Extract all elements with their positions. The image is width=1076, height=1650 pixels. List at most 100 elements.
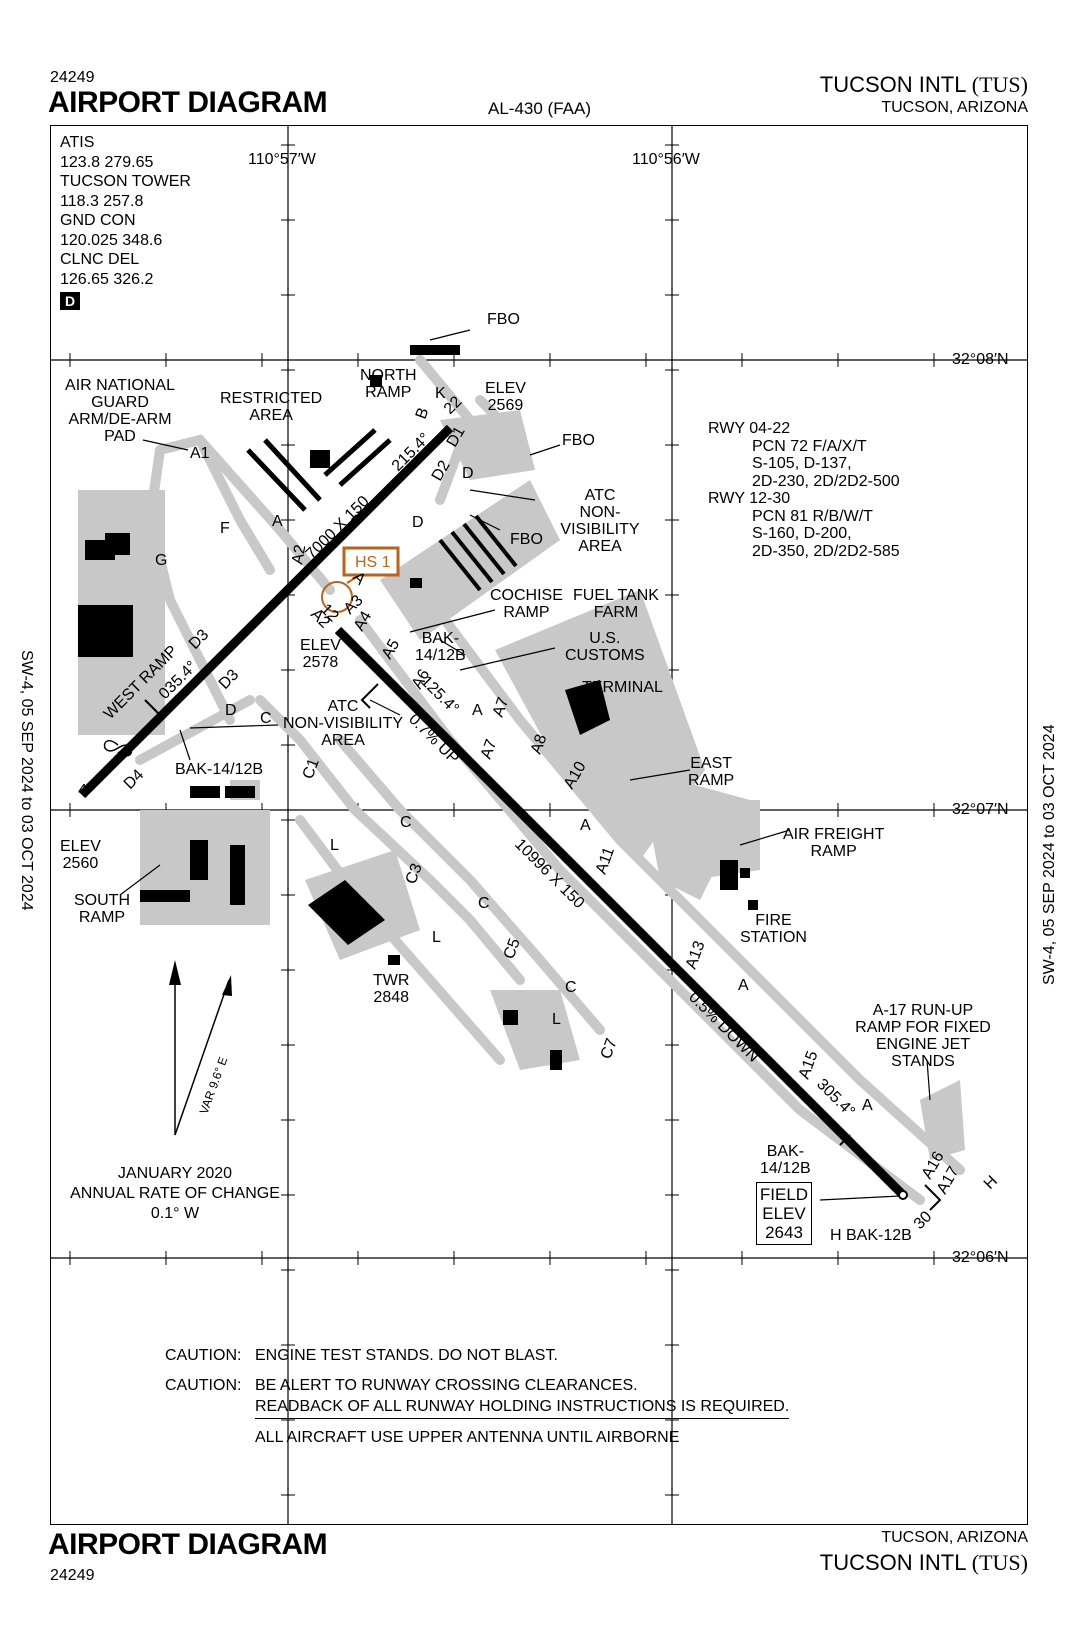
true-north-arrow: [169, 960, 181, 985]
hotspot-box: [342, 546, 400, 577]
antenna-note: ALL AIRCRAFT USE UPPER ANTENNA UNTIL AIR…: [255, 1429, 680, 1446]
twy-a-north: A: [272, 513, 283, 530]
hotspot-circle: [321, 581, 353, 613]
ang-pad-l1: AIR NATIONAL: [65, 377, 175, 394]
elev-2560-l2: 2560: [62, 855, 99, 872]
atc-nv-north-l1: ATC: [584, 487, 616, 504]
atc-nv-north-label: ATC NON-VISIBILITY AREA: [540, 487, 660, 555]
twy-a1: A1: [190, 445, 210, 462]
rwy1-weights-1: S-105, D-137,: [752, 455, 852, 472]
ang-pad-label: AIR NATIONAL GUARD ARM/DE-ARM PAD: [58, 377, 182, 445]
elev-2569-label: ELEV 2569: [485, 380, 526, 414]
twy-a13: A13: [683, 939, 709, 972]
twy-d4: D4: [121, 766, 148, 793]
north-ramp-l1: NORTH: [360, 367, 417, 384]
twy-c5: C5: [501, 936, 524, 961]
caution-2b-text: READBACK OF ALL RUNWAY HOLDING INSTRUCTI…: [255, 1399, 790, 1419]
runway-12-30: [334, 626, 907, 1199]
bak-east-l1: BAK-: [766, 1143, 805, 1160]
air-freight-l2: RAMP: [810, 843, 857, 860]
field-elev-box: FIELD ELEV 2643: [756, 1182, 812, 1245]
fire-station-label: FIRE STATION: [740, 912, 807, 946]
twy-g: G: [155, 552, 167, 569]
atc-nv-south-l2: NON-VISIBILITY: [282, 715, 404, 732]
r1-end-sw: 4: [78, 782, 87, 799]
airport-title: TUCSON INTL (TUS): [820, 74, 1028, 96]
city-state: TUCSON, ARIZONA: [881, 99, 1028, 116]
bak-1412b-west-label: BAK-14/12B: [175, 761, 264, 778]
latitude-1: 32°08′N: [952, 351, 1009, 368]
ils-hold-symbol: [103, 739, 133, 757]
runway-end-markers: [144, 683, 942, 1211]
caution-2a-text: BE ALERT TO RUNWAY CROSSING CLEARANCES.: [255, 1377, 638, 1394]
variation-label: VAR 9.6° E: [197, 1055, 231, 1116]
diagram-frame: [50, 125, 1028, 1525]
runway-info-block: RWY 04-22 PCN 72 F/A/X/T S-105, D-137, 2…: [708, 420, 900, 560]
restricted-area-stripes: [246, 428, 392, 512]
elev-2560-label: ELEV 2560: [60, 838, 101, 872]
us-customs-l1: U.S.: [589, 630, 621, 647]
rwy1-pcn: PCN 72 F/A/X/T: [752, 437, 867, 455]
footer-chart-number: 24249: [50, 1567, 95, 1584]
field-elev-l1: FIELD: [759, 1185, 809, 1204]
freq-tower-label: TUCSON TOWER: [60, 173, 191, 190]
footer-airport-title: TUCSON INTL (TUS): [820, 1552, 1028, 1574]
rwy2-weights-2: 2D-350, 2D/2D2-585: [752, 542, 900, 560]
latitude-3: 32°06′N: [952, 1249, 1009, 1266]
elev-2569-l2: 2569: [487, 397, 524, 414]
hotspot-leader: [346, 574, 361, 584]
freq-clnc-label: CLNC DEL: [60, 251, 140, 268]
north-ramp-label: NORTH RAMP: [360, 367, 417, 401]
restricted-area-l1: RESTRICTED: [220, 390, 323, 407]
twy-l-1: L: [330, 837, 339, 854]
freq-atis-label: ATIS: [60, 134, 95, 151]
a17-runup-l2: RAMP FOR FIXED: [855, 1019, 991, 1036]
twy-a-a11: A: [580, 817, 591, 834]
ang-pad-l4: PAD: [104, 428, 136, 445]
bak-1412b-north-label: BAK- 14/12B: [415, 630, 466, 664]
south-ramp-l2: RAMP: [78, 909, 126, 926]
twy-d-north: D: [462, 465, 474, 482]
tower-l1: TWR: [373, 972, 410, 989]
twy-a8: A8: [528, 732, 551, 756]
annual-change-l1: JANUARY 2020: [117, 1165, 233, 1182]
annual-change-l3: 0.1° W: [150, 1205, 200, 1222]
caution-1-label: CAUTION:: [165, 1347, 242, 1364]
restricted-area-label: RESTRICTED AREA: [220, 390, 322, 424]
fbo-south: FBO: [510, 531, 543, 548]
rwy1-weights-2: 2D-230, 2D/2D2-500: [752, 472, 900, 490]
cochise-ramp-label: COCHISE RAMP: [490, 587, 563, 621]
ang-pad-l3: ARM/DE-ARM: [68, 411, 172, 428]
graticule-ticks: [69, 144, 935, 1496]
north-ramp-l2: RAMP: [365, 384, 412, 401]
south-ramp-label: SOUTH RAMP: [74, 892, 130, 926]
bak-north-l1: BAK-: [421, 630, 460, 647]
rwy2-label: RWY 12-30: [708, 490, 791, 507]
leader-lines: [119, 329, 931, 1201]
fuel-tank-farm-l2: FARM: [593, 604, 639, 621]
twy-a7-lower: A7: [478, 737, 501, 761]
twy-a7-upper: A7: [490, 695, 513, 719]
a17-runup-l3: ENGINE JET STANDS: [875, 1036, 971, 1070]
twy-c-3: C: [478, 895, 490, 912]
h-bak-12b-label: H BAK-12B: [830, 1227, 912, 1244]
magnetic-north-arrow: [222, 975, 232, 996]
twy-l-2: L: [432, 929, 441, 946]
airport-name: TUCSON INTL: [819, 72, 966, 97]
taxiways: [135, 355, 965, 1205]
twy-c-4: C: [565, 979, 577, 996]
magnetic-north-line: [174, 979, 230, 1136]
rwy2-weights-1: S-160, D-200,: [752, 525, 852, 542]
r2-end-se: 30: [911, 1208, 936, 1233]
chart-title: AIRPORT DIAGRAM: [48, 86, 328, 119]
r2-slope-down: 0.5% DOWN: [685, 989, 762, 1066]
bak-north-l2: 14/12B: [415, 647, 466, 664]
us-customs-l2: CUSTOMS: [565, 647, 645, 664]
footer-city-state: TUCSON, ARIZONA: [881, 1529, 1028, 1546]
d-atis-symbol: D: [60, 292, 80, 310]
restricted-area-l2: AREA: [249, 407, 293, 424]
fire-station-l2: STATION: [740, 929, 807, 946]
a17-runup-label: A-17 RUN-UP RAMP FOR FIXED ENGINE JET ST…: [843, 1002, 1003, 1070]
east-ramp-label: EAST RAMP: [688, 755, 734, 789]
twy-d-fbo: D: [412, 514, 424, 531]
